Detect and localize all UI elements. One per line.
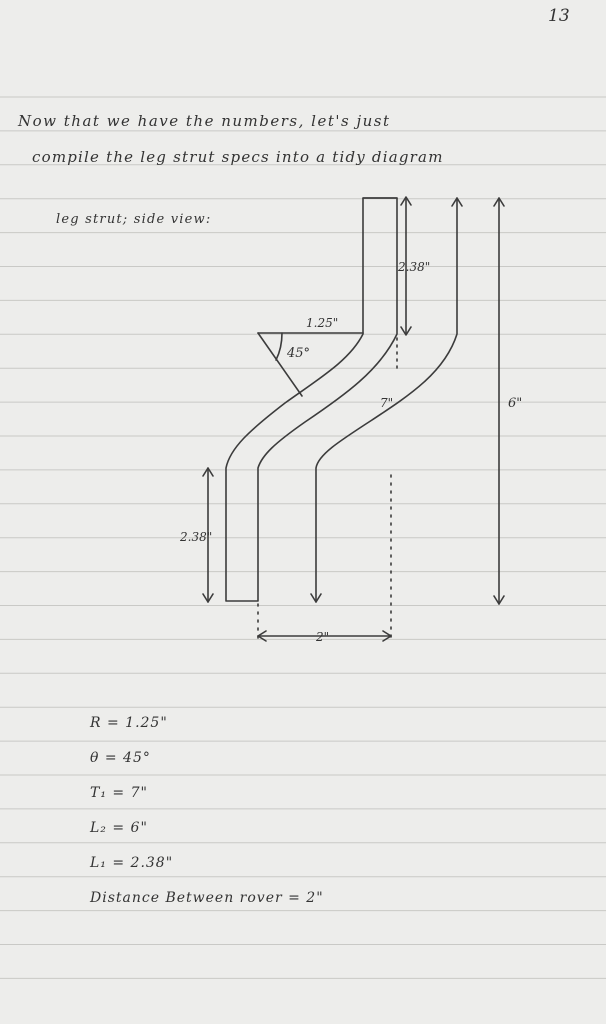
spec-angle: θ = 45° (90, 750, 151, 766)
angle-arc (275, 332, 283, 361)
angle-label: 45° (287, 346, 311, 361)
spec-straight-length: L₁ = 2.38" (90, 855, 174, 871)
total-length-arrow (315, 197, 458, 603)
spec-height: L₂ = 6" (90, 820, 148, 836)
distance-label: 2" (316, 630, 330, 644)
intro-line-1: Now that we have the numbers, let's just (18, 112, 391, 130)
intro-line-2: compile the leg strut specs into a tidy … (32, 148, 444, 166)
bottom-length-label: 2.38" (180, 530, 213, 544)
top-length-label: 2.38" (398, 260, 431, 274)
spec-list: R = 1.25" θ = 45° T₁ = 7" L₂ = 6" L₁ = 2… (90, 715, 324, 925)
spec-total-length: T₁ = 7" (90, 785, 148, 801)
page-number: 13 (548, 6, 570, 26)
diagram-caption: leg strut; side view: (56, 212, 212, 227)
total-length-label: 7" (380, 396, 394, 410)
height-label: 6" (508, 396, 523, 411)
spec-distance: Distance Between rover = 2" (90, 890, 324, 906)
spec-radius: R = 1.25" (90, 715, 168, 731)
strut-outline (225, 197, 398, 602)
angle-hypotenuse (257, 332, 303, 397)
radius-label: 1.25" (306, 316, 339, 330)
